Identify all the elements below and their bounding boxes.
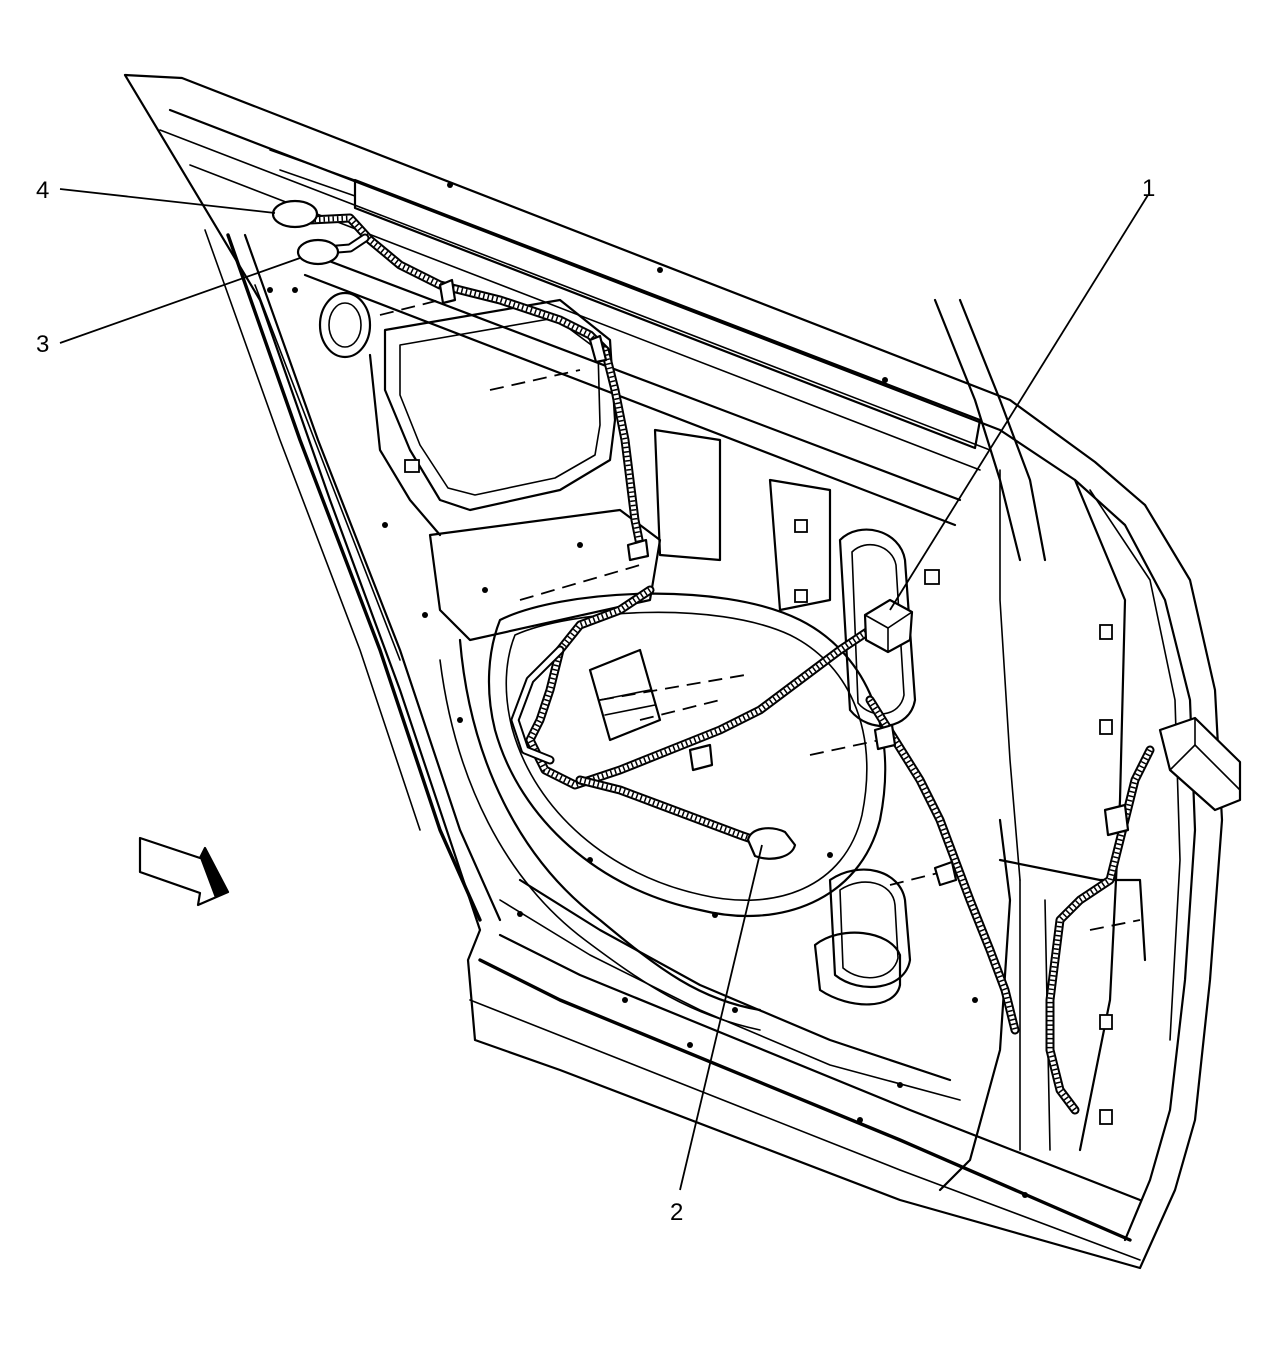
leader-lines [59, 188, 1149, 1191]
leader-1 [889, 194, 1149, 611]
connector-4[interactable] [271, 199, 319, 229]
callout-2: 2 [670, 1199, 683, 1226]
door-panel [123, 73, 1224, 1270]
view-direction-arrow-icon [138, 836, 230, 907]
callout-3: 3 [36, 331, 49, 358]
leader-4 [59, 188, 276, 214]
callout-1: 1 [1142, 175, 1155, 202]
leader-3 [59, 257, 301, 344]
callout-4: 4 [36, 177, 49, 204]
leader-2 [679, 844, 763, 1191]
panel-holes [267, 182, 1113, 1198]
callout-labels: 1 2 3 4 [36, 175, 1155, 1226]
connector-1[interactable] [863, 598, 914, 654]
connector-3[interactable] [296, 238, 340, 266]
hinge-connector[interactable] [1158, 716, 1242, 812]
connector-2[interactable] [746, 827, 797, 860]
inner-panel [254, 284, 961, 1101]
connectors [271, 199, 1242, 887]
